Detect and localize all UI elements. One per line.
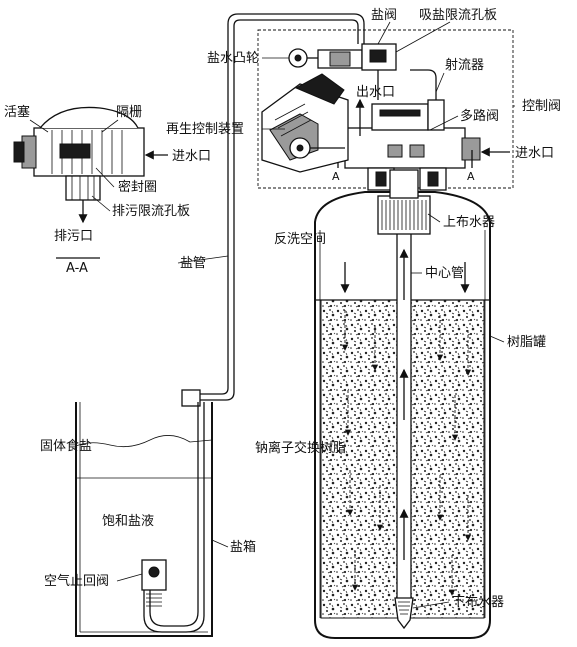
label-backwash-space: 反洗空间 (274, 232, 326, 247)
label-inlet-right: 进水口 (515, 146, 554, 161)
upper-distributor (377, 195, 431, 235)
regeneration-control (261, 73, 349, 173)
salt-valve (317, 43, 397, 100)
section-a-a (13, 106, 168, 259)
air-check-valve (141, 559, 167, 607)
label-solid-salt: 固体食盐 (40, 438, 92, 454)
label-center-tube: 中心管 (425, 266, 464, 281)
label-spacer: 隔栅 (116, 105, 142, 120)
label-brine-tank: 盐箱 (230, 539, 256, 555)
label-salt-valve: 盐阀 (371, 8, 397, 23)
resin-tank (314, 191, 491, 639)
label-drain-outlet: 排污口 (54, 229, 93, 244)
label-control-valve: 控制阀 (522, 99, 561, 114)
label-multiway-valve: 多路阀 (460, 108, 499, 124)
label-section-mark-right: A (467, 170, 475, 183)
label-brine-tube: 盐管 (180, 256, 206, 271)
label-upper-distributor: 上布水器 (443, 215, 495, 230)
brine-line (181, 13, 365, 407)
label-air-check-valve: 空气止回阀 (44, 573, 109, 589)
label-resin-tank: 树脂罐 (507, 335, 546, 350)
label-regen-control: 再生控制装置 (166, 122, 244, 137)
label-saturated-brine: 饱和盐液 (102, 514, 154, 529)
label-piston: 活塞 (4, 104, 30, 120)
label-drain-orifice: 排污限流孔板 (112, 204, 190, 219)
label-ejector: 射流器 (445, 57, 484, 73)
label-seal-ring: 密封圈 (118, 179, 157, 195)
label-inlet-left: 进水口 (172, 149, 211, 164)
label-sodium-resin: 钠离子交换树脂 (255, 440, 346, 456)
lower-distributor (394, 597, 414, 630)
label-water-outlet: 出水口 (356, 85, 395, 100)
label-section: A-A (66, 261, 88, 276)
flow-arrows (341, 310, 472, 596)
control-valve (257, 29, 514, 199)
center-tube (396, 231, 412, 611)
label-brine-cam: 盐水凸轮 (207, 51, 259, 66)
label-lower-distributor: 下布水器 (452, 595, 504, 610)
leader-lines (29, 21, 515, 609)
label-section-mark-left: A (332, 170, 340, 183)
brine-cam (288, 48, 318, 68)
label-brine-orifice: 吸盐限流孔板 (419, 8, 497, 23)
brine-tank (75, 402, 213, 637)
